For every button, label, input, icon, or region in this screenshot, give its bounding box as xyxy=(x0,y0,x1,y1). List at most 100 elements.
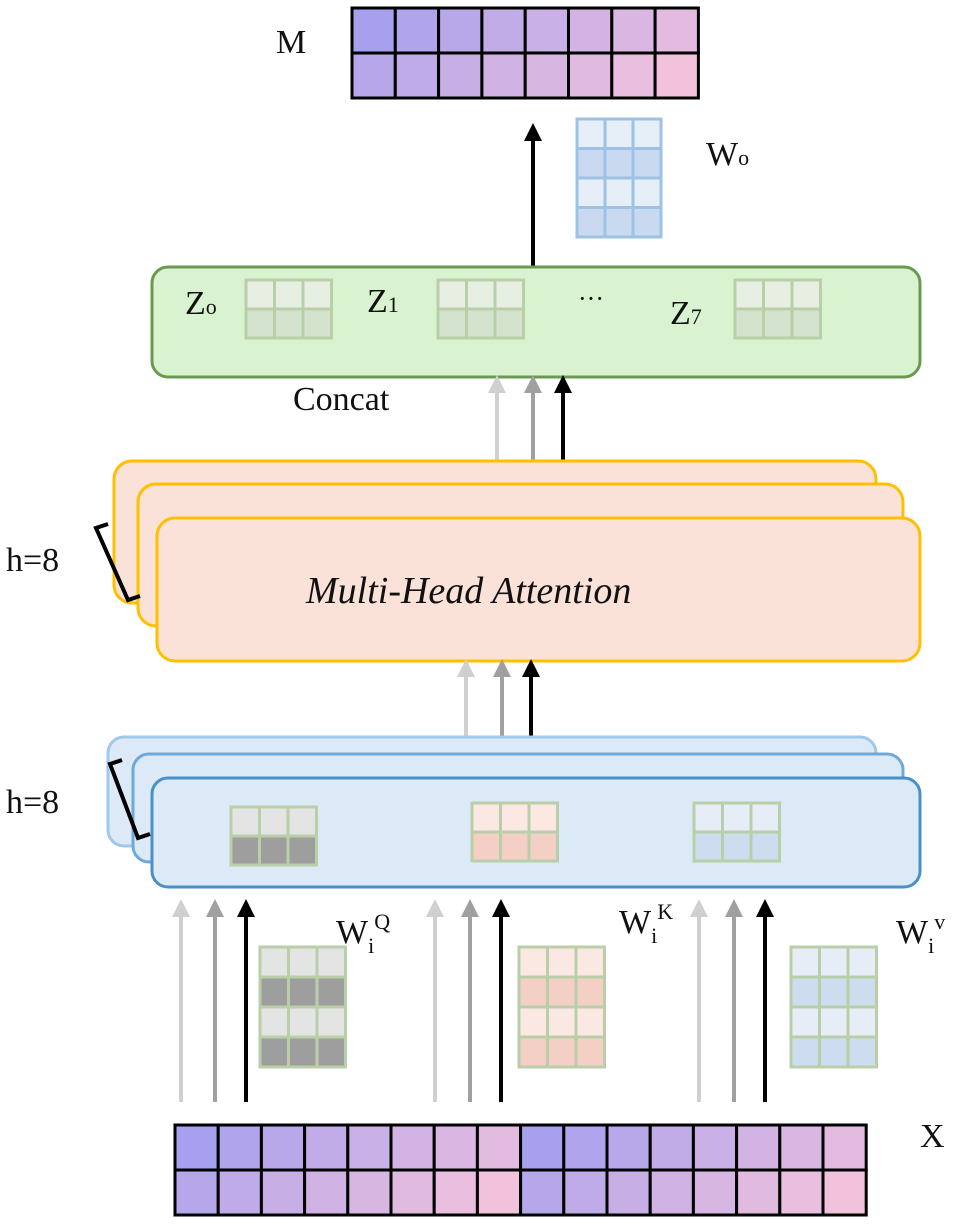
z-head-2-cell xyxy=(790,307,822,340)
wo-cell xyxy=(575,117,607,150)
qkv-projection-matrices xyxy=(229,801,781,867)
z-head-0-cell xyxy=(273,307,305,340)
input-x-cell xyxy=(173,1123,220,1172)
output-m-matrix xyxy=(350,6,700,100)
v-projection-cell xyxy=(721,801,753,834)
z-head-1-cell xyxy=(436,307,468,340)
wq-cell xyxy=(287,975,319,1009)
wo-cell xyxy=(603,206,635,239)
z-head-0-cell xyxy=(301,278,333,311)
v-projection-cell xyxy=(692,830,724,863)
input-label: X xyxy=(920,1118,945,1155)
v-projection-cell xyxy=(692,801,724,834)
k-projection-cell xyxy=(527,801,559,834)
concat-label: Concat xyxy=(293,381,390,418)
z7-label: Z7 xyxy=(670,295,702,332)
input-x-cell xyxy=(389,1168,436,1217)
z-head-0-cell xyxy=(273,278,305,311)
attention-heads-bracket xyxy=(93,522,141,603)
k-projection-cell xyxy=(499,830,531,863)
wk-cell xyxy=(574,1005,606,1039)
wo-cell xyxy=(631,117,663,150)
z-head-1-cell xyxy=(465,278,497,311)
wv-cell xyxy=(818,945,850,979)
output-m-cell xyxy=(437,6,484,55)
ellipsis-label: ··· xyxy=(578,284,604,313)
input-x-cell xyxy=(346,1168,393,1217)
k-projection-cell xyxy=(470,830,502,863)
q-projection-cell xyxy=(286,834,318,867)
wv-cell xyxy=(846,975,878,1009)
attention-title: Multi-Head Attention xyxy=(306,570,632,612)
wq-cell xyxy=(287,945,319,979)
wv-cell xyxy=(789,1005,821,1039)
output-m-cell xyxy=(393,51,441,100)
z-head-1-cell xyxy=(493,278,525,311)
input-x-cell xyxy=(389,1123,436,1172)
wq-label: WiQ xyxy=(336,909,391,958)
input-x-cell xyxy=(432,1123,479,1172)
wq-cell xyxy=(315,945,347,979)
z-head-1-cell xyxy=(493,307,525,340)
wv-cell xyxy=(818,1035,850,1069)
wo-cell xyxy=(631,206,663,239)
wq-cell xyxy=(258,1035,290,1069)
q-projection-cell xyxy=(286,805,318,838)
z-head-2-cell xyxy=(790,278,822,311)
z-head-1-cell xyxy=(465,307,497,340)
wo-cell xyxy=(603,147,635,180)
output-m-cell xyxy=(523,6,571,55)
q-projection-cell xyxy=(229,834,261,867)
input-x-cell xyxy=(735,1168,782,1217)
wq-cell xyxy=(287,1035,319,1069)
output-m-cell xyxy=(350,6,397,55)
z-head-1-cell xyxy=(436,278,468,311)
input-x-cell xyxy=(259,1168,307,1217)
wq-cell xyxy=(258,975,290,1009)
input-x-cell xyxy=(691,1168,739,1217)
input-x-cell xyxy=(173,1168,220,1217)
z-head-2-cell xyxy=(733,307,765,340)
wq-cell xyxy=(315,1035,347,1069)
output-m-cell xyxy=(480,6,527,55)
wv-cell xyxy=(846,945,878,979)
output-m-cell xyxy=(567,51,614,100)
v-projection-cell xyxy=(749,801,781,834)
wv-cell xyxy=(789,1035,821,1069)
wk-cell xyxy=(574,1035,606,1069)
wk-cell xyxy=(517,1035,549,1069)
z-head-2-cell xyxy=(762,307,794,340)
v-projection-cell xyxy=(721,830,753,863)
input-x-cell xyxy=(432,1168,479,1217)
output-m-cell xyxy=(567,6,614,55)
wv-cell xyxy=(818,975,850,1009)
z0-label: Zo xyxy=(185,285,217,322)
input-x-cell xyxy=(648,1168,695,1217)
wk-cell xyxy=(546,945,578,979)
wk-cell xyxy=(546,1035,578,1069)
input-x-cell xyxy=(216,1168,263,1217)
z-head-0-cell xyxy=(244,278,276,311)
heads-projection-label: h=8 xyxy=(6,784,60,821)
wk-cell xyxy=(546,1005,578,1039)
wq-cell xyxy=(315,1005,347,1039)
v-projection-cell xyxy=(749,830,781,863)
input-x-cell xyxy=(778,1123,825,1172)
output-m-cell xyxy=(653,51,700,100)
input-x-cell xyxy=(648,1123,695,1172)
wo-weight-matrix xyxy=(575,117,663,239)
wo-label: Wo xyxy=(706,136,750,173)
wq-cell xyxy=(287,1005,319,1039)
wv-cell xyxy=(818,1005,850,1039)
wk-label: WiK xyxy=(619,899,674,948)
wk-cell xyxy=(517,1005,549,1039)
projection-heads-bracket xyxy=(107,758,151,841)
q-projection-cell xyxy=(258,805,290,838)
wo-cell xyxy=(603,176,635,209)
output-m-cell xyxy=(350,51,397,100)
input-x-cell xyxy=(475,1123,523,1172)
input-x-cell xyxy=(303,1168,350,1217)
k-projection-cell xyxy=(499,801,531,834)
z-head-matrices xyxy=(244,278,822,340)
